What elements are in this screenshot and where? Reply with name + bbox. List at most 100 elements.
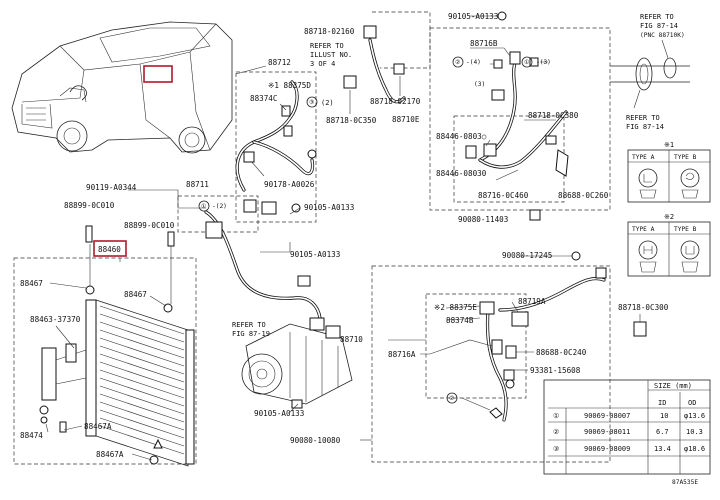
leader-88467a (49, 282, 87, 289)
suction-hose-assembly (235, 71, 317, 223)
label-88467a-b[interactable]: 88467A (96, 450, 124, 459)
label-88712[interactable]: 88712 (268, 58, 291, 67)
label-88688-0c260[interactable]: 88688-0C260 (558, 191, 609, 200)
size-table-col-id: ID (658, 399, 666, 407)
label-88719a[interactable]: 88719A (518, 297, 546, 306)
label-90080-10080[interactable]: 90080-10080 (290, 436, 341, 445)
label-88375e[interactable]: ※2 88375E (434, 303, 477, 312)
label-88716b[interactable]: 88716B (470, 39, 498, 48)
label-88899-a[interactable]: 88899-0C010 (64, 201, 115, 210)
label-88718-0c300[interactable]: 88718-0C300 (618, 303, 669, 312)
leader-88463 (55, 325, 75, 349)
circle-1-d-marker (198, 200, 210, 212)
label-90105-a0133-mid[interactable]: 90105-A0133 (304, 203, 354, 212)
size-row-3-part[interactable]: 90069-08009 (584, 445, 630, 453)
leader-90105-bot (289, 403, 299, 413)
size-row-2-part[interactable]: 90069-08011 (584, 428, 630, 436)
size-row-2-id: 6.7 (656, 428, 669, 436)
label-refer-top-right[interactable]: REFER TO (640, 13, 674, 21)
label-88716a[interactable]: 88716A (388, 350, 416, 359)
leader-88712 (235, 65, 267, 75)
label-88467-a[interactable]: 88467 (20, 279, 43, 288)
circle-2-c-marker (446, 392, 458, 404)
circle-3-marker (306, 96, 318, 108)
label-90080-11403[interactable]: 90080-11403 (458, 215, 508, 224)
label-88718-0c350[interactable]: 88718-0C350 (326, 116, 377, 125)
circle-1-marker (521, 56, 533, 68)
label-3-of-4: 3 OF 4 (310, 60, 335, 68)
type-legend-1 (627, 149, 711, 203)
label-circ1-c: (3) (474, 81, 485, 88)
leader-90119 (128, 189, 206, 209)
label-88711[interactable]: 88711 (186, 180, 209, 189)
label-circ1-d: ① (201, 203, 207, 210)
label-pnc-88710k: (PNC 88710K) (640, 32, 685, 39)
size-row-2-od: 10.3 (686, 428, 703, 436)
label-circ2-c: ② (449, 395, 455, 402)
condenser-assembly (13, 225, 197, 467)
legend-2-type-a: TYPE A (632, 226, 655, 233)
label-90105-a0133-low[interactable]: 90105-A0133 (290, 250, 340, 259)
size-row-1-num: ① (553, 412, 559, 420)
group-88710e (429, 27, 611, 221)
leader-88716b (470, 47, 511, 57)
label-90105-a0133-bot[interactable]: 90105-A0133 (254, 409, 304, 418)
label-88718-0c380[interactable]: 88718-0C380 (528, 111, 579, 120)
label-88474[interactable]: 88474 (20, 431, 43, 440)
leader-88467b (149, 295, 167, 307)
label-88688-0c240[interactable]: 88688-0C240 (536, 348, 587, 357)
label-fig-87-14-mid[interactable]: FIG 87-14 (626, 123, 664, 131)
condenser-connector (610, 39, 690, 109)
legend-1-type-b: TYPE B (674, 154, 697, 161)
discharge-hose-assembly (177, 195, 322, 320)
part-88460-highlight[interactable] (93, 240, 127, 257)
label-refer-low[interactable]: REFER TO (232, 321, 266, 329)
label-illust-no: ILLUST NO. (310, 51, 352, 59)
label-88460[interactable]: 88460 (98, 245, 121, 254)
size-table-title: SIZE (mm) (654, 382, 692, 390)
label-88899-b[interactable]: 88899-0C010 (124, 221, 175, 230)
size-row-2-num: ② (553, 428, 559, 436)
group-88710 (371, 251, 647, 463)
leader-88716a (420, 339, 493, 355)
size-row-3-num: ③ (553, 445, 559, 453)
label-circ1-d-tag: -(2) (212, 203, 227, 210)
label-88716-0c460[interactable]: 88716-0C460 (478, 191, 529, 200)
label-88710e[interactable]: 88710E (392, 115, 420, 124)
label-90080-17245[interactable]: 90080-17245 (502, 251, 552, 260)
label-88374b[interactable]: 88374B (446, 316, 474, 325)
size-row-1-od: φ13.6 (684, 412, 705, 420)
label-93381-15608[interactable]: 93381-15608 (530, 366, 581, 375)
size-table[interactable] (543, 379, 711, 475)
label-refer-illust[interactable]: REFER TO (310, 42, 344, 50)
size-row-1-part[interactable]: 90069-08007 (584, 412, 630, 420)
label-88463-37370[interactable]: 88463-37370 (30, 315, 81, 324)
label-fig-87-19[interactable]: FIG 87-19 (232, 330, 270, 338)
label-circ1-b-tag: -(3) (536, 59, 551, 66)
size-row-1-id: 10 (660, 412, 668, 420)
label-circ2-b-tag: -(4) (466, 59, 481, 66)
label-fig-87-14-top[interactable]: FIG 87-14 (640, 22, 678, 30)
compressor (241, 317, 353, 409)
label-88718-02170[interactable]: 88718-02170 (370, 97, 421, 106)
leader-88375e (445, 305, 481, 309)
label-refer-mid-right[interactable]: REFER TO (626, 114, 660, 122)
legend-2-heading: ※2 (664, 213, 674, 221)
label-90178-a0026[interactable]: 90178-A0026 (264, 180, 315, 189)
label-88467-b[interactable]: 88467 (124, 290, 147, 299)
label-88374c[interactable]: 88374C (250, 94, 277, 103)
leader-88374c (279, 103, 287, 111)
label-circ3-tag: (2) (321, 99, 334, 107)
leader-90178 (249, 159, 265, 177)
label-88718-02160[interactable]: 88718-02160 (304, 27, 355, 36)
type-legend-text: ※1 TYPE A TYPE B ※2 TYPE A TYPE B (632, 141, 697, 233)
label-90119-a0344[interactable]: 90119-A0344 (86, 183, 137, 192)
label-88375d[interactable]: ※1 88375D (268, 81, 311, 90)
leader-90105-mid (289, 207, 301, 215)
label-88710[interactable]: 88710 (340, 335, 363, 344)
label-90105-a0133-top[interactable]: 90105-A0133 (448, 12, 498, 21)
label-88467a-a[interactable]: 88467A (84, 422, 112, 431)
label-88446-a[interactable]: 88446-0803○ (436, 132, 487, 141)
label-88446-08030[interactable]: 88446-08030 (436, 169, 487, 178)
